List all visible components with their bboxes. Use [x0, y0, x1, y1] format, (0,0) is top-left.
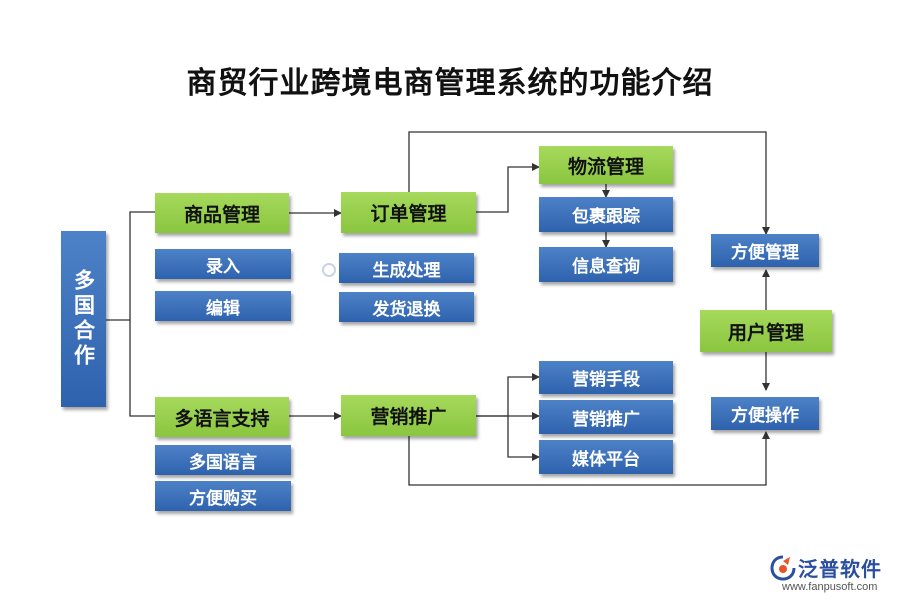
- marketing-to-means-arrow: [476, 373, 540, 417]
- easy-operate-box: 方便操作: [711, 397, 819, 430]
- marketing-promo-box: 营销推广: [539, 400, 673, 434]
- root-to-multilang-line: [129, 320, 155, 417]
- root-multi-country-box: 多国合作: [61, 231, 106, 407]
- goods-mgmt-box: 商品管理: [155, 193, 289, 233]
- ship-return-box: 发货退换: [339, 292, 474, 322]
- fanpu-logo-icon: [770, 555, 796, 581]
- order-to-easy-mgmt-arrow: [408, 131, 770, 235]
- order-mgmt-box: 订单管理: [341, 192, 476, 233]
- media-platform-box: 媒体平台: [539, 440, 673, 474]
- easy-buy-box: 方便购买: [155, 481, 291, 511]
- brand-logo: 泛普软件 www.fanpusoft.com: [770, 553, 895, 597]
- marketing-to-media-arrow: [507, 416, 540, 461]
- multi-country-lang-box: 多国语言: [155, 445, 291, 475]
- root-to-goods-line: [106, 211, 155, 321]
- package-track-box: 包裹跟踪: [539, 197, 673, 232]
- watermark-icon: [322, 263, 336, 277]
- logistics-mgmt-box: 物流管理: [539, 146, 673, 184]
- multilang-box: 多语言支持: [155, 397, 289, 437]
- easy-mgmt-box: 方便管理: [711, 234, 819, 267]
- user-mgmt-box: 用户管理: [700, 310, 832, 352]
- generate-process-box: 生成处理: [339, 253, 474, 283]
- marketing-means-box: 营销手段: [539, 361, 673, 394]
- entry-box: 录入: [155, 249, 291, 279]
- marketing-box: 营销推广: [341, 395, 476, 436]
- edit-box: 编辑: [155, 291, 291, 321]
- order-to-logistics-arrow: [476, 163, 540, 213]
- brand-url: www.fanpusoft.com: [782, 581, 878, 593]
- diagram-title: 商贸行业跨境电商管理系统的功能介绍: [186, 66, 714, 101]
- brand-name: 泛普软件: [798, 557, 882, 581]
- info-query-box: 信息查询: [539, 247, 673, 282]
- marketing-to-easy-operate-arrow: [408, 431, 770, 486]
